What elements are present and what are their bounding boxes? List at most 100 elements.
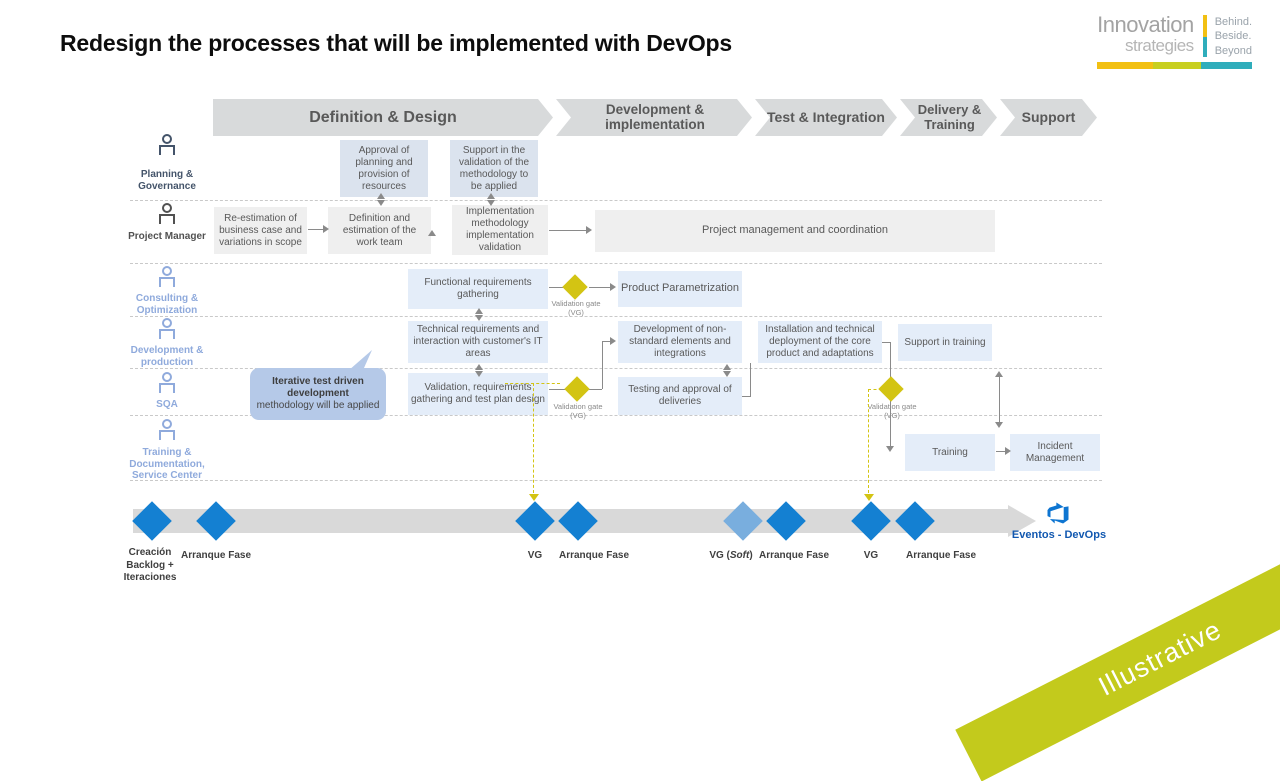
connector-line — [589, 287, 612, 288]
box-validation-requirements: Validation, requirements gathering and t… — [408, 373, 548, 415]
connector-arrowhead — [723, 364, 731, 370]
connector-arrowhead — [995, 422, 1003, 428]
timeline-diamond-creacion-backlog — [132, 501, 172, 541]
connector-arrowhead — [723, 371, 731, 377]
person-icon — [157, 266, 177, 287]
eventos-devops-label: Eventos - DevOps — [1011, 529, 1107, 541]
gate-dashed-line — [505, 383, 560, 384]
event-label: VG — [527, 550, 543, 561]
event-label-vg-soft: VG (Soft) — [691, 550, 771, 563]
lane-label-training-documentation: Training & Documentation, Service Center — [129, 447, 205, 481]
event-label: Arranque Fase — [558, 550, 630, 561]
person-icon — [157, 318, 177, 339]
phase-label: Development & implementation — [605, 101, 705, 132]
box-implementation-methodology: Implementation methodology implementatio… — [452, 205, 548, 255]
validation-gate-label: Validation gate (VG) — [551, 299, 601, 317]
connector-line — [602, 341, 603, 389]
phase-chevron-definition-design: Definition & Design — [213, 99, 553, 136]
gate-dashed-line — [868, 389, 869, 493]
connector-line — [602, 341, 613, 342]
connector-line — [742, 396, 751, 397]
person-icon — [157, 134, 177, 155]
phase-label: Definition & Design — [309, 108, 457, 126]
timeline-diamond-arranque-fase — [196, 501, 236, 541]
gate-dashed-line — [533, 383, 534, 493]
event-label-part: VG ( — [709, 550, 730, 561]
phase-chevron-delivery-training: Delivery & Training — [900, 99, 997, 136]
logo-tagline-line: Beyond — [1214, 44, 1252, 57]
connector-line — [882, 342, 891, 343]
connector-arrowhead — [886, 446, 894, 452]
box-development-non-standard: Development of non-standard elements and… — [618, 321, 742, 363]
event-label: Arranque Fase — [180, 550, 252, 561]
person-icon — [157, 203, 177, 224]
callout-text: methodology will be applied — [256, 400, 380, 411]
callout-iterative-tdd: Iterative test driven development method… — [250, 368, 386, 420]
lane-label-sqa: SQA — [156, 399, 178, 410]
callout-bold-text: Iterative test driven development — [272, 376, 364, 399]
event-label-part: Soft — [729, 550, 750, 561]
validation-gate-diamond — [878, 376, 904, 402]
connector-line — [999, 377, 1000, 423]
connector-line — [589, 389, 602, 390]
validation-gate-label: Validation gate (VG) — [867, 402, 917, 420]
box-re-estimation: Re-estimation of business case and varia… — [214, 207, 307, 254]
box-project-management: Project management and coordination — [595, 210, 995, 252]
person-icon — [157, 372, 177, 393]
connector-line — [549, 230, 588, 231]
validation-gate-label: Validation gate (VG) — [553, 402, 603, 420]
phase-chevron-test-integration: Test & Integration — [755, 99, 897, 136]
timeline-diamond-vg-soft — [723, 501, 763, 541]
lane-separator — [130, 368, 1102, 369]
connector-line — [549, 287, 566, 288]
logo-name-bottom: strategies — [1124, 36, 1194, 55]
timeline-diamond-vg — [851, 501, 891, 541]
logo-name: Innovation strategies — [1097, 12, 1194, 55]
lane-label-planning-governance: Planning & Governance — [138, 169, 196, 192]
phase-label: Support — [1021, 108, 1076, 125]
box-support-validation-methodology: Support in the validation of the methodo… — [450, 140, 538, 197]
lane-separator — [130, 263, 1102, 264]
box-support-in-training: Support in training — [898, 324, 992, 361]
logo-name-top: Innovation — [1097, 12, 1194, 37]
connector-arrowhead — [428, 230, 436, 236]
banner-text: Illustrative — [1093, 613, 1227, 702]
logo-divider — [1202, 15, 1207, 57]
connector-line — [308, 229, 325, 230]
box-incident-management: Incident Management — [1010, 434, 1100, 471]
connector-line — [750, 363, 751, 396]
gate-dashed-arrowhead — [529, 494, 539, 501]
connector-arrowhead — [487, 200, 495, 206]
box-functional-requirements: Functional requirements gathering — [408, 269, 548, 309]
timeline-diamond-arranque-fase — [766, 501, 806, 541]
connector-arrowhead — [610, 283, 616, 291]
event-label: VG — [863, 550, 879, 561]
box-training: Training — [905, 434, 995, 471]
connector-arrowhead — [475, 371, 483, 377]
connector-arrowhead — [586, 226, 592, 234]
timeline-diamond-vg — [515, 501, 555, 541]
lane-separator — [130, 480, 1102, 481]
event-label: Arranque Fase — [758, 550, 830, 561]
azure-devops-icon — [1046, 501, 1070, 525]
illustrative-banner: Illustrative — [955, 534, 1280, 781]
lane-separator — [130, 415, 1102, 416]
connector-arrowhead — [475, 364, 483, 370]
connector-arrowhead — [377, 200, 385, 206]
box-technical-requirements: Technical requirements and interaction w… — [408, 321, 548, 363]
logo: Innovation strategies Behind. Beside. Be… — [1097, 14, 1252, 58]
slide-title: Redesign the processes that will be impl… — [60, 30, 732, 56]
logo-tagline-line: Behind. — [1214, 16, 1252, 28]
box-product-parametrization: Product Parametrization — [618, 271, 742, 307]
box-work-team: Definition and estimation of the work te… — [328, 207, 431, 254]
phase-label: Test & Integration — [767, 108, 885, 125]
gate-dashed-arrowhead — [864, 494, 874, 501]
lane-label-project-manager: Project Manager — [128, 231, 206, 242]
lane-label-consulting-optimization: Consulting & Optimization — [135, 293, 199, 316]
event-label: Arranque Fase — [905, 550, 977, 561]
connector-arrowhead — [475, 308, 483, 314]
connector-line — [549, 389, 567, 390]
connector-arrowhead — [323, 225, 329, 233]
timeline-diamond-arranque-fase — [895, 501, 935, 541]
connector-arrowhead — [475, 315, 483, 321]
